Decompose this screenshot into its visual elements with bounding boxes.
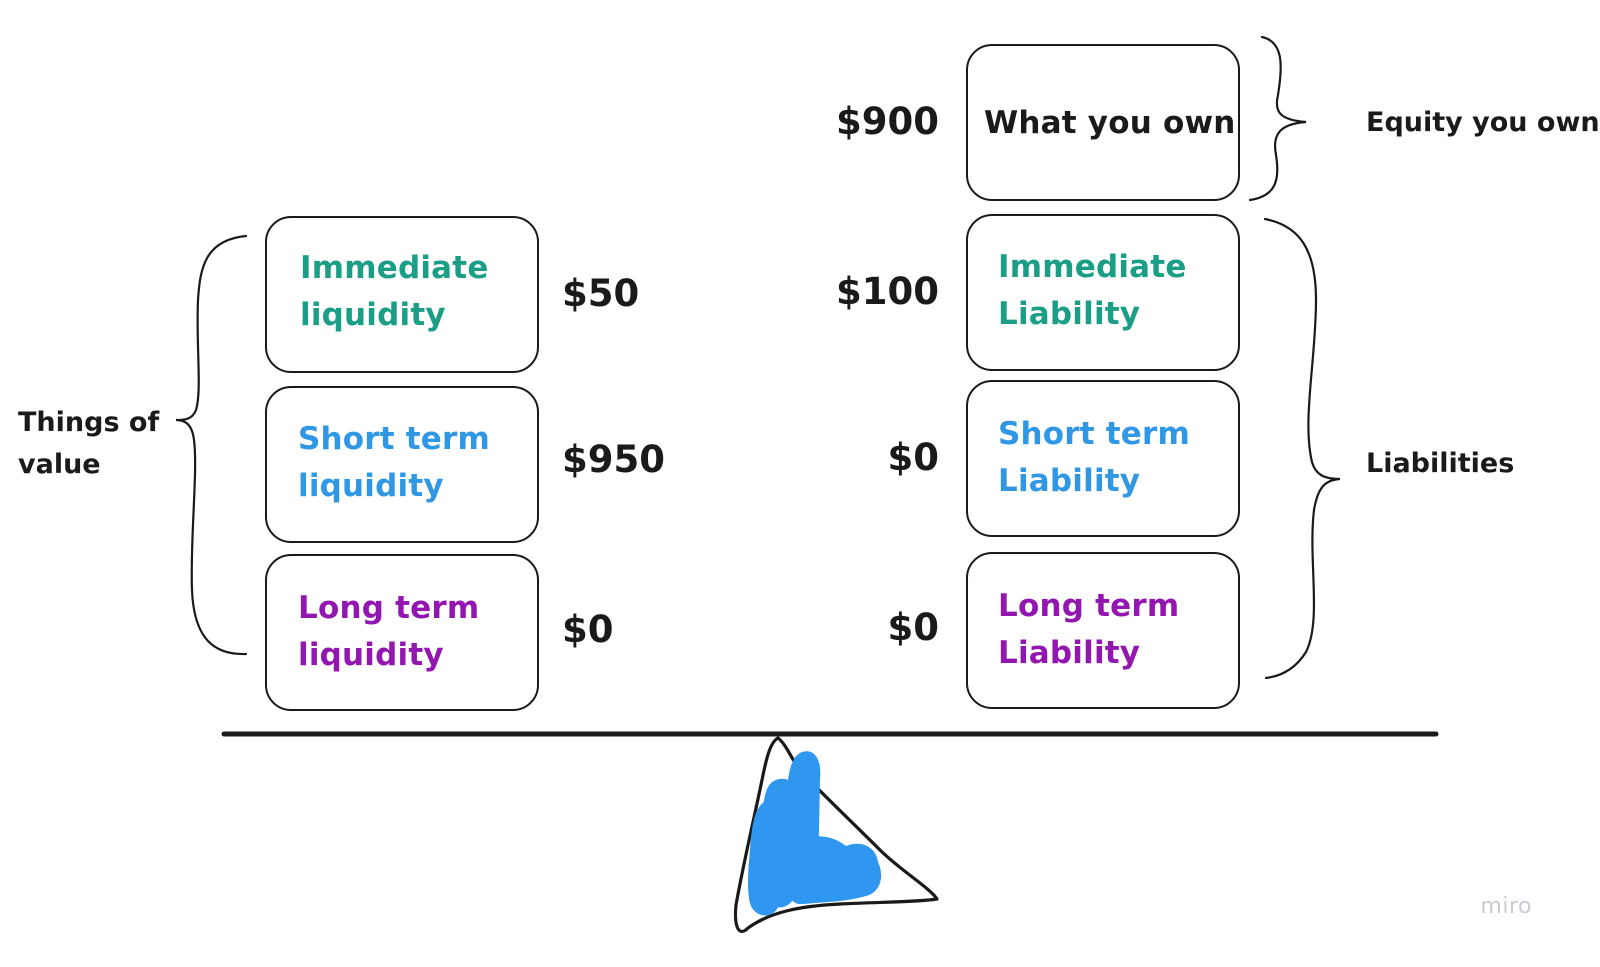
asset-amount-immediate: $50 [562,272,640,315]
liability-amount-immediate: $100 [836,270,939,313]
liability-label-long-term: Long term Liability [998,583,1179,677]
liability-box-long-term[interactable] [966,552,1240,709]
equity-amount: $900 [836,100,939,143]
asset-amount-long-term: $0 [562,608,614,651]
asset-label-long-term: Long term liquidity [298,585,479,679]
fulcrum-fill [748,751,882,916]
asset-label-long-term-line1: Long term [298,590,480,626]
fulcrum-outline [733,736,939,934]
asset-label-short-term-line1: Short term [298,421,491,457]
assets-group-label: Things of value [18,402,159,486]
asset-amount-short-term: $950 [562,438,665,481]
liability-amount-short-term: $0 [887,436,940,479]
liabilities-group-label: Liabilities [1366,448,1515,479]
assets-brace [175,234,248,656]
equity-brace [1248,35,1307,202]
asset-label-immediate-line2: liquidity [300,297,446,333]
liability-box-short-term[interactable] [966,380,1240,537]
equity-label: What you own [984,100,1236,147]
liability-label-immediate-line2: Liability [998,296,1141,332]
asset-label-immediate: Immediate liquidity [300,245,489,339]
liability-box-immediate[interactable] [966,214,1240,371]
equity-group-label: Equity you own [1366,107,1600,138]
liability-amount-long-term: $0 [887,606,940,649]
asset-box-short-term[interactable] [265,386,539,543]
asset-box-immediate[interactable] [265,216,539,373]
asset-label-short-term-line2: liquidity [298,468,444,504]
liability-label-immediate-line1: Immediate [998,249,1187,285]
assets-group-label-line1: Things of [18,407,160,438]
liability-label-short-term-line2: Liability [998,463,1141,499]
asset-box-long-term[interactable] [265,554,539,711]
asset-label-immediate-line1: Immediate [300,250,489,286]
liabilities-brace [1263,217,1341,680]
liability-label-short-term-line1: Short term [998,416,1191,452]
asset-label-long-term-line2: liquidity [298,637,444,673]
liability-label-long-term-line2: Liability [998,635,1141,671]
liability-label-long-term-line1: Long term [998,588,1180,624]
assets-group-label-line2: value [18,449,101,480]
equity-box[interactable] [966,44,1240,201]
liability-label-immediate: Immediate Liability [998,244,1187,338]
liability-label-short-term: Short term Liability [998,411,1190,505]
miro-watermark: miro [1480,894,1532,919]
asset-label-short-term: Short term liquidity [298,416,490,510]
equity-label-line1: What you own [984,105,1236,141]
